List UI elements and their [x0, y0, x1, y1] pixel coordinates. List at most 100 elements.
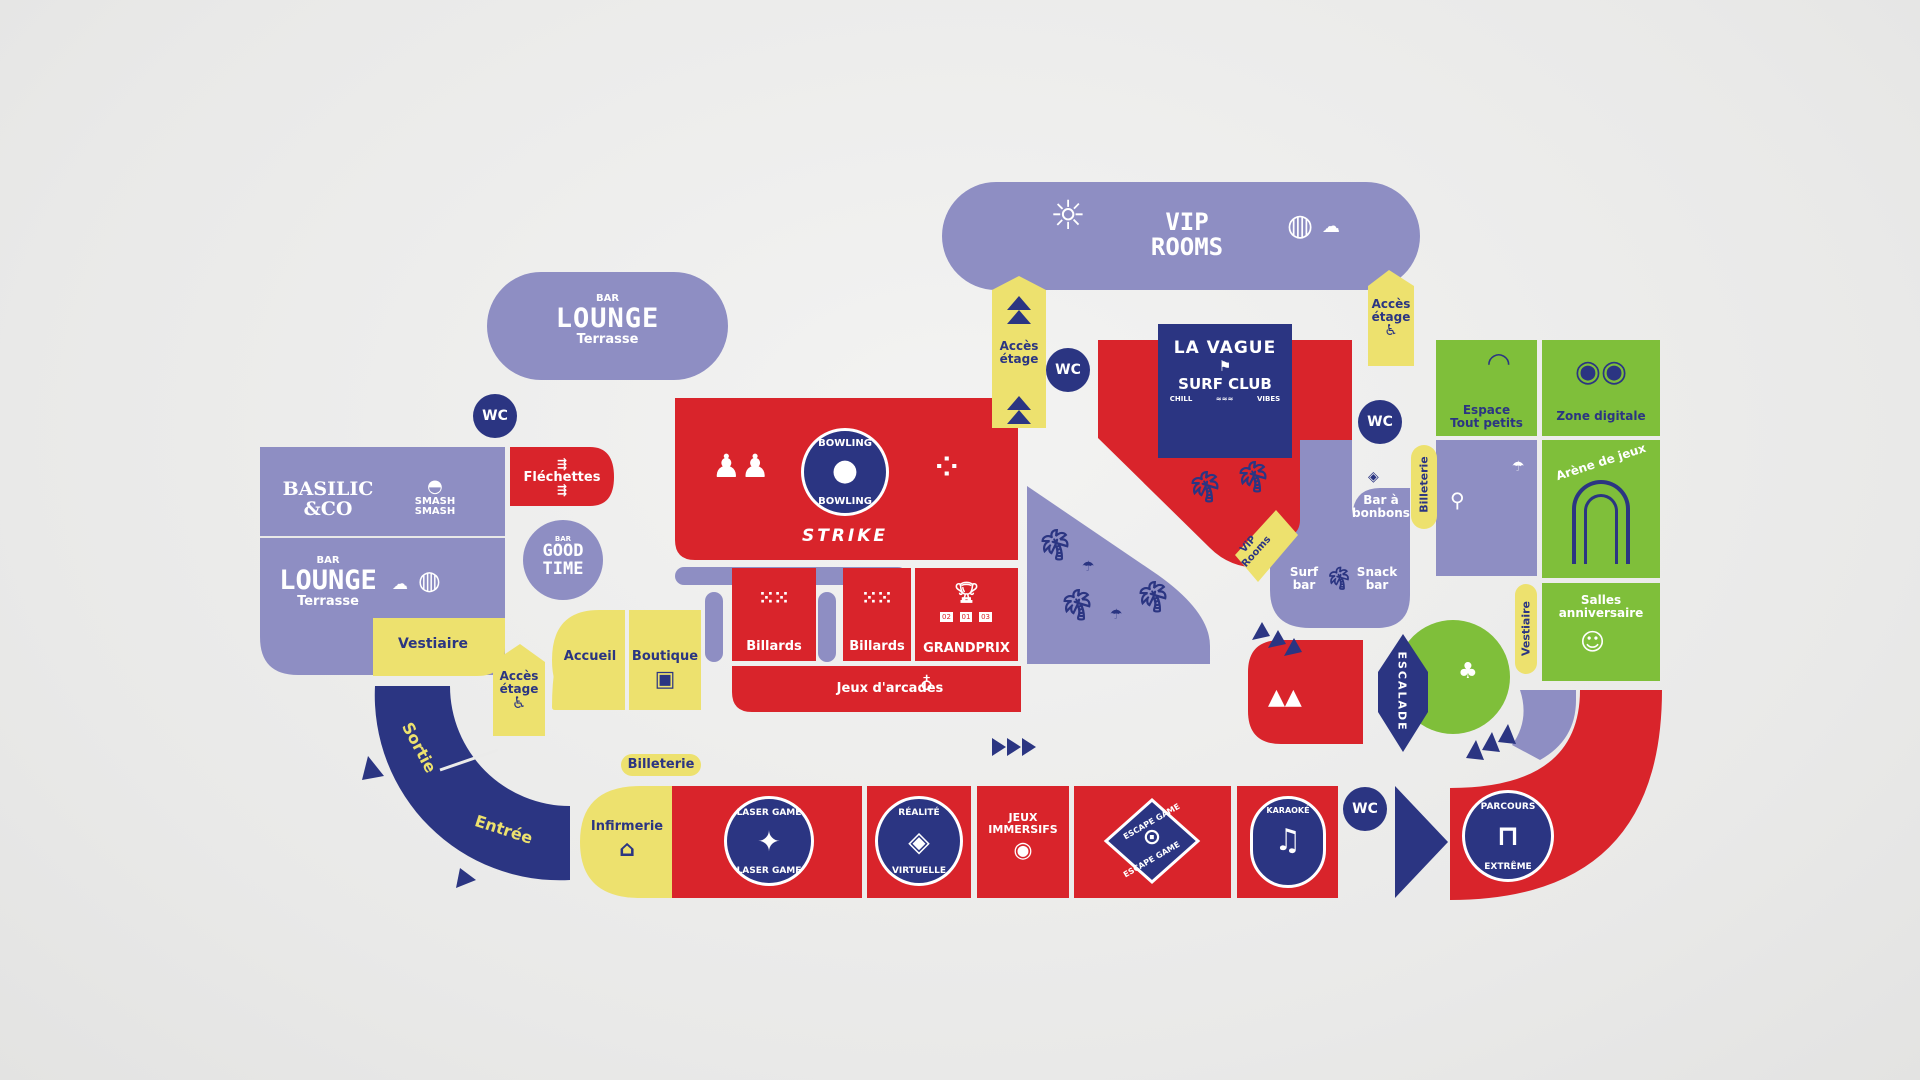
billards-2-zone[interactable] [843, 568, 911, 661]
bar-lounge-left-label: BAR LOUNGE Terrasse [279, 555, 377, 609]
good-time-zone[interactable] [523, 520, 603, 600]
sortie-entree-arc[interactable] [374, 686, 570, 881]
wc-marker-left[interactable]: WC [473, 394, 517, 438]
wc-marker-center[interactable]: WC [1046, 348, 1090, 392]
palm-tree-icon-3: 🌴︎ [1036, 528, 1075, 563]
billeterie-bottom-pill[interactable]: Billeterie [621, 754, 701, 776]
arrow-sortie [362, 756, 384, 780]
billiard-balls-icon-1: ⁙⁙ [758, 588, 790, 609]
flechettes-zone[interactable] [510, 447, 614, 506]
jeux-immersifs-label: JEUX IMMERSIFS ◉ [977, 812, 1069, 862]
salles-anniversaire-zone[interactable] [1542, 583, 1660, 681]
bar-bonbons-label: Bar à bonbons [1352, 493, 1410, 520]
cloud-left-icon: ☁ [392, 574, 408, 593]
bowling-pins-icon: ♟♟ [712, 447, 770, 485]
palm-tree-icon-5: 🌴︎ [1134, 580, 1173, 615]
jeux-immersifs-zone[interactable] [977, 786, 1069, 898]
vestiaire-right-label: Vestiaire [1519, 600, 1533, 657]
acces-etage-right-zone[interactable] [1368, 270, 1414, 366]
microphone-icon: ♫ [1274, 823, 1302, 858]
vestiaire-left-zone[interactable] [373, 618, 505, 676]
first-aid-icon: ⌂ [619, 836, 635, 862]
acces-etage-center-label: Accès étage [999, 339, 1039, 366]
acces-etage-center-zone[interactable] [992, 276, 1046, 428]
espace-tout-petits-zone[interactable] [1436, 340, 1537, 436]
lavender-curve [1512, 690, 1576, 760]
eye-icon: ◈ [908, 825, 930, 858]
billiard-balls-icon-2: ⁙⁙ [861, 588, 893, 609]
arrow-entree [456, 868, 476, 888]
basilic-label: BASILIC &CO [282, 478, 374, 520]
disco-ball-icon: ◍ [1287, 208, 1314, 243]
big-arrow-icon [1395, 786, 1448, 898]
billards-1-zone[interactable] [732, 568, 816, 661]
bar-lounge-top-zone[interactable] [487, 272, 728, 380]
triple-arrow-right-icon [1466, 724, 1516, 760]
escalade-label: ESCALADE [1395, 651, 1409, 732]
palm-tree-icon-2: 🌴︎ [1234, 460, 1273, 495]
vip-rooms-zone[interactable] [942, 182, 1420, 290]
parasol-icon-2: ☂ [1110, 607, 1123, 623]
swing-icon: ⚲ [1450, 488, 1465, 512]
karaoke-badge: KARAOKÉ ♫ [1250, 796, 1326, 888]
palm-tree-icon-6: 🌴︎ [1325, 567, 1353, 592]
acces-etage-left-label: Accès étage ♿ [493, 670, 545, 712]
surf-snack-bar-zone[interactable] [1270, 470, 1410, 628]
burger-icon: ◓ [427, 476, 443, 497]
wheelchair-icon-right: ♿ [1384, 321, 1398, 340]
wc-marker-right[interactable]: WC [1358, 400, 1402, 444]
billards-2-label: Billards [849, 639, 905, 654]
surf-bar-label: Surf bar [1289, 565, 1319, 592]
acces-etage-left-zone[interactable] [493, 644, 545, 736]
wc-marker-bottom[interactable]: WC [1343, 787, 1387, 831]
dart-icon: ⇶ [556, 457, 568, 471]
billeterie-right-label: Billeterie [1417, 456, 1431, 513]
la-vague-label: LA VAGUE ⚑ SURF CLUB CHILL ≈≈≈ VIBES [1158, 339, 1292, 404]
star-icon: ✦ [757, 825, 781, 858]
escape-game-badge: ESCAPE GAME ⊙ ESCAPE GAME [1102, 796, 1202, 886]
la-vague-panel [1158, 324, 1292, 458]
surfer-icon: ⚑ [1218, 358, 1232, 375]
jeux-arcades-zone[interactable] [732, 666, 1021, 712]
keyhole-icon: ⊙ [1142, 825, 1162, 850]
good-time-label: BAR GOOD TIME [542, 535, 584, 580]
palm-tree-icon-1: 🌴︎ [1186, 470, 1225, 505]
parcours-extreme-badge: PARCOURS ⊓ EXTRÊME [1462, 790, 1554, 882]
joystick-icon: ♁ [920, 674, 934, 695]
vestiaire-right-zone[interactable] [1515, 584, 1537, 674]
laser-game-badge: LASER GAME ✦ LASER GAME [724, 796, 814, 886]
escalade-zone[interactable] [1248, 640, 1363, 744]
rainbow-icon: ◠ [1488, 346, 1510, 379]
zone-digitale[interactable] [1542, 340, 1660, 436]
cloud-icon: ☁ [1322, 216, 1340, 237]
gift-icon: ▣ [654, 666, 676, 692]
espace-tout-petits-label: Espace Tout petits [1450, 403, 1523, 430]
acces-etage-right-label: Accès étage ♿ [1368, 298, 1414, 339]
lavender-right-zone [1436, 440, 1537, 576]
boutique-zone[interactable] [629, 610, 701, 710]
billeterie-right-zone[interactable] [1411, 445, 1437, 529]
vip-rooms-small-zone[interactable] [1235, 510, 1298, 582]
vip-rooms-title: VIP ROOMS [1150, 208, 1224, 262]
bowling-ball-icon: ● [831, 453, 859, 488]
triple-arrow-left-icon [1252, 622, 1302, 656]
candy-icon: ◈ [1368, 469, 1379, 485]
flechettes-label: ⇶ Fléchettes ⇶ [510, 458, 614, 497]
bowling-balls-icon: ⁘ [935, 450, 959, 483]
balloon-icon: ☺ [1580, 628, 1606, 656]
strike-label: STRIKE [801, 526, 889, 546]
wheelchair-icon-left: ♿ [511, 693, 527, 713]
sun-icon: ☼ [1050, 193, 1086, 239]
arc-divider [439, 748, 499, 772]
infirmerie-zone[interactable] [580, 786, 672, 898]
dart-icon-2: ⇶ [556, 483, 568, 498]
smash-label: ◓ SMASH SMASH [405, 476, 465, 518]
infirmerie-label: Infirmerie ⌂ [585, 820, 669, 861]
obstacle-icon: ⊓ [1496, 819, 1520, 852]
zone-digitale-label: Zone digitale [1556, 409, 1646, 423]
podium: 02 01 03 [940, 612, 992, 622]
trophy-icon: 🏆︎ [953, 580, 980, 604]
eye-icon-2: ◉ [1013, 838, 1033, 864]
mountains-icon: ▲▲ [1268, 685, 1302, 710]
